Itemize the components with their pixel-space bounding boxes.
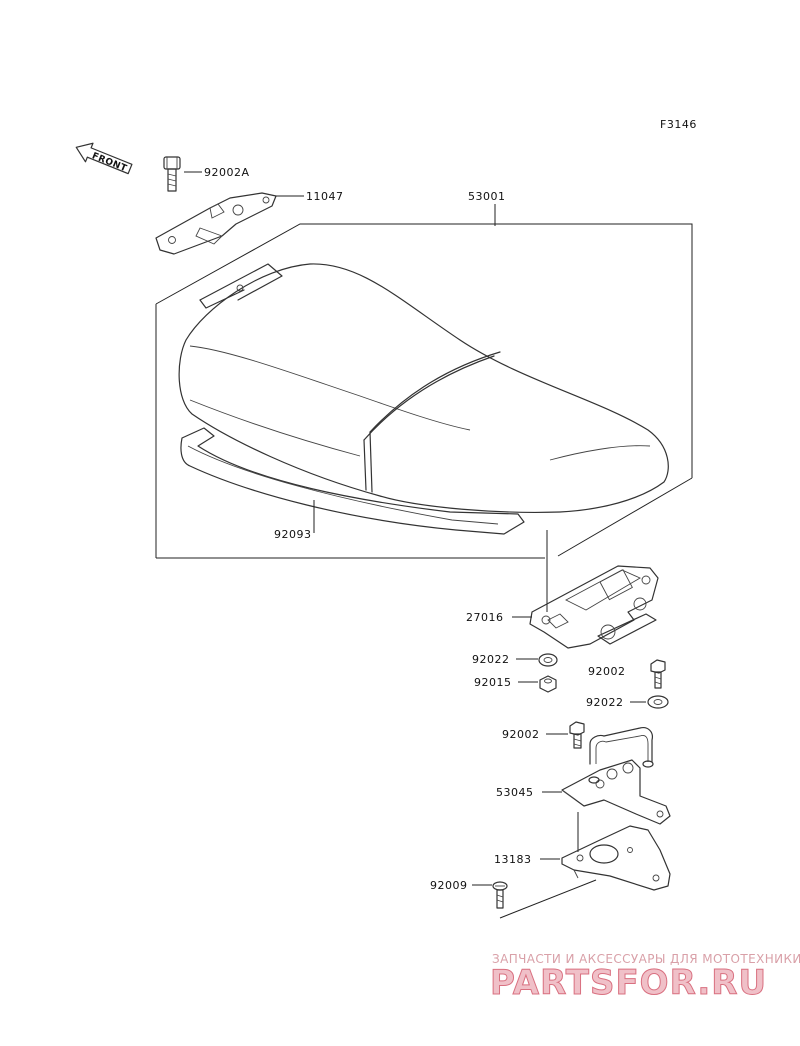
callout-11047: 11047 (306, 190, 344, 203)
seat-hinge-27016 (529, 565, 659, 649)
bolt-92002-lower-icon (569, 721, 585, 749)
screw-92009-icon (492, 881, 508, 909)
callout-92022-upper: 92022 (472, 653, 510, 666)
callout-53045: 53045 (496, 786, 534, 799)
seal-strip-92093 (180, 427, 525, 535)
callout-92002-right: 92002 (588, 665, 626, 678)
plate-13183 (561, 825, 671, 891)
callout-92009: 92009 (430, 879, 468, 892)
watermark-logo: PARTSFOR.RU (490, 963, 767, 1003)
callout-27016: 27016 (466, 611, 504, 624)
bolt-92002-right-icon (650, 659, 666, 689)
front-arrow-icon: FRONT (75, 142, 133, 174)
watermark-tagline: ЗАПЧАСТИ И АКСЕССУАРЫ ДЛЯ МОТОТЕХНИКИ (492, 952, 800, 966)
bolt-92002a-icon (163, 156, 181, 192)
seat-53001 (178, 263, 669, 513)
washer-92022-icon (538, 653, 558, 667)
callout-92002-lower: 92002 (502, 728, 540, 741)
callout-92022-right: 92022 (586, 696, 624, 709)
diagram-code: F3146 (660, 118, 697, 131)
front-bracket-11047 (155, 192, 277, 255)
hinge-bracket-53045 (561, 727, 671, 825)
callout-92002a: 92002A (204, 166, 250, 179)
washer-92022-right-icon (647, 695, 669, 709)
callout-53001: 53001 (468, 190, 506, 203)
callout-92015: 92015 (474, 676, 512, 689)
nut-92015-icon (539, 675, 557, 693)
callout-92093: 92093 (274, 528, 312, 541)
callout-13183: 13183 (494, 853, 532, 866)
